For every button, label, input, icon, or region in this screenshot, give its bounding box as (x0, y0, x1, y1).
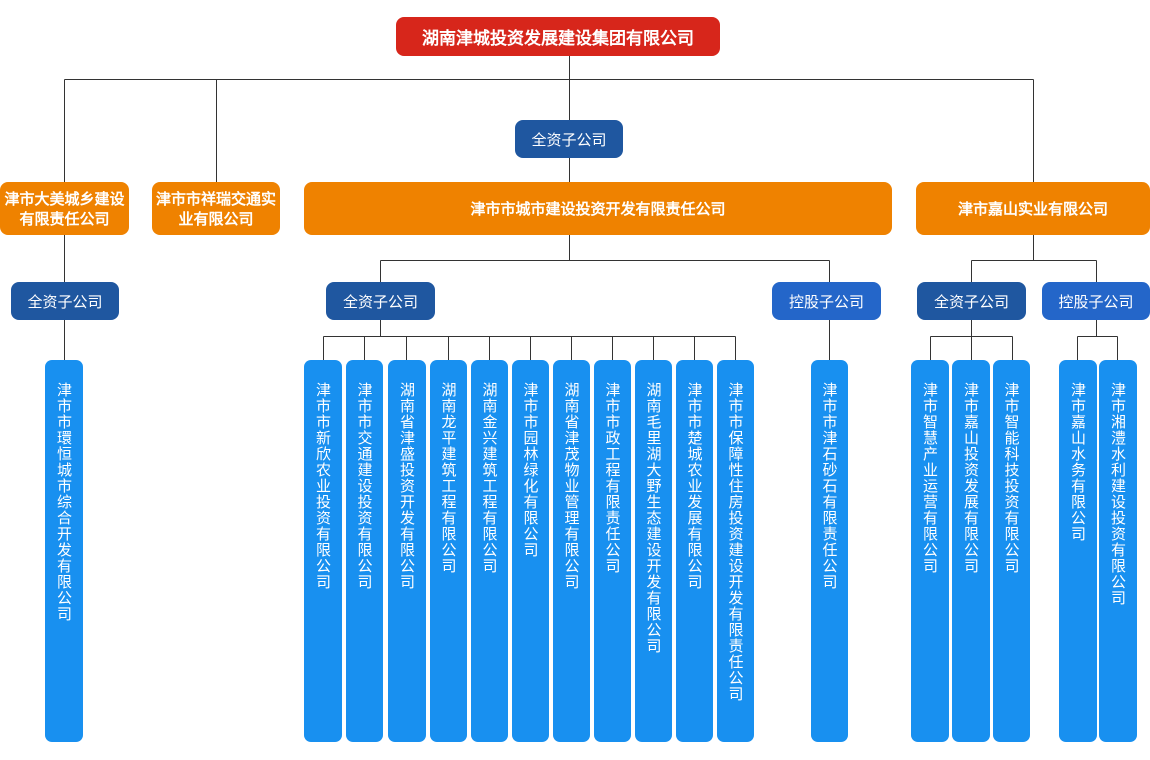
holding-label-middle: 控股子公司 (772, 282, 881, 320)
leaf-chucheng: 津市市楚城农业发展有限公司 (676, 360, 713, 742)
leaf-jinsheng: 湖南省津盛投资开发有限公司 (388, 360, 426, 742)
company-jiashan: 津市嘉山实业有限公司 (916, 182, 1150, 235)
root-company: 湖南津城投资发展建设集团有限公司 (396, 17, 720, 56)
leaf-jiashan-investment: 津市嘉山投资发展有限公司 (952, 360, 990, 742)
wholly-owned-label-right: 全资子公司 (917, 282, 1026, 320)
leaf-jinshi: 津市市津石砂石有限责任公司 (811, 360, 848, 742)
wholly-owned-label-middle: 全资子公司 (326, 282, 435, 320)
leaf-jiaotong: 津市市交通建设投资有限公司 (346, 360, 383, 742)
leaf-longping: 湖南龙平建筑工程有限公司 (430, 360, 467, 742)
company-chengshi: 津市市城市建设投资开发有限责任公司 (304, 182, 892, 235)
root-company-label: 湖南津城投资发展建设集团有限公司 (422, 29, 694, 49)
leaf-xiangli: 津市湘澧水利建设投资有限公司 (1099, 360, 1137, 742)
leaf-jinxing: 湖南金兴建筑工程有限公司 (471, 360, 508, 742)
company-dameicity: 津市大美城乡建设有限责任公司 (0, 182, 129, 235)
holding-label-right: 控股子公司 (1042, 282, 1150, 320)
leaf-zhineng: 津市智能科技投资有限公司 (993, 360, 1030, 742)
leaf-jinmao: 湖南省津茂物业管理有限公司 (553, 360, 590, 742)
leaf-baozhang: 津市市保障性住房投资建设开发有限责任公司 (717, 360, 754, 742)
company-xiangrui: 津市市祥瑞交通实业有限公司 (152, 182, 280, 235)
leaf-maolihu: 湖南毛里湖大野生态建设开发有限公司 (635, 360, 672, 742)
leaf-yuanlin: 津市市园林绿化有限公司 (512, 360, 549, 742)
leaf-shizheng: 津市市政工程有限责任公司 (594, 360, 631, 742)
leaf-zhihui: 津市智慧产业运营有限公司 (911, 360, 949, 742)
wholly-owned-label-left: 全资子公司 (11, 282, 119, 320)
leaf-xinxin: 津市市新欣农业投资有限公司 (304, 360, 342, 742)
wholly-owned-label-top: 全资子公司 (515, 120, 623, 158)
leaf-shuiwu: 津市嘉山水务有限公司 (1059, 360, 1097, 742)
leaf-huanheng: 津市市環恒城市综合开发有限公司 (45, 360, 83, 742)
